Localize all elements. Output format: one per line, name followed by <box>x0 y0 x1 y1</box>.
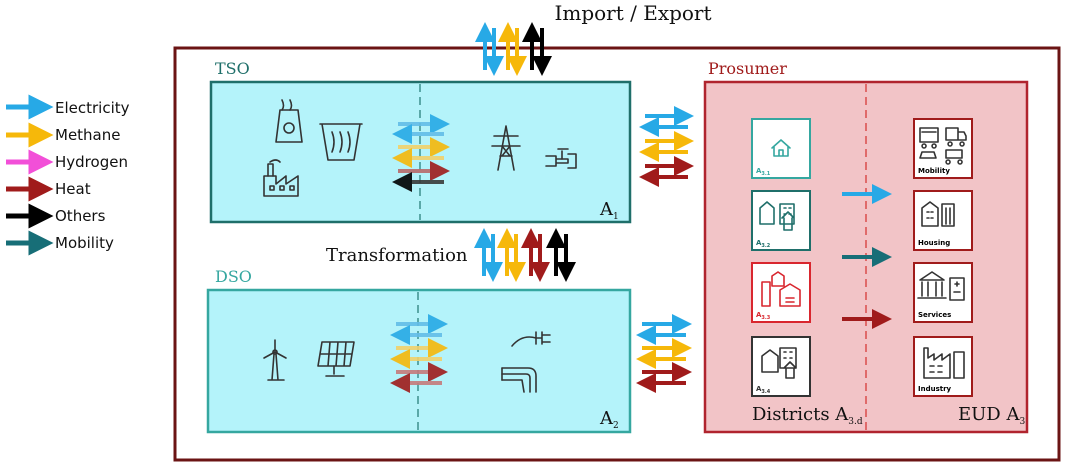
district-to-eud-arrows <box>842 184 892 329</box>
transmission-tower-icon <box>491 125 521 171</box>
svg-text:Industry: Industry <box>918 385 952 393</box>
diagram-title: Import / Export <box>554 1 711 25</box>
power-plant-icon <box>263 159 299 197</box>
eud-industry: Industry <box>913 336 973 397</box>
import-export-arrows <box>475 22 552 76</box>
tso-label: TSO <box>215 59 250 78</box>
dam-icon <box>319 123 363 161</box>
nuclear-plant-icon <box>275 99 303 143</box>
svg-text:Housing: Housing <box>918 239 950 247</box>
eud-services: Services <box>913 262 973 323</box>
transformation-label: Transformation <box>326 245 468 266</box>
legend-heat-label: Heat <box>55 180 91 198</box>
dso-internal-flows <box>390 314 448 393</box>
district-a33: A3.3 <box>751 262 811 323</box>
legend-mobility-label: Mobility <box>55 234 114 252</box>
legend-hydrogen-label: Hydrogen <box>55 153 128 171</box>
eud-housing: Housing <box>913 190 973 251</box>
svg-text:A3.1: A3.1 <box>756 167 771 177</box>
legend: Electricity Methane Hydrogen Heat Others… <box>6 94 130 256</box>
svg-text:A3.3: A3.3 <box>756 311 771 321</box>
dso-prosumer-exchange-arrows <box>636 314 692 393</box>
eud-label: EUD A3 <box>958 404 1025 427</box>
dso-area-label: A2 <box>599 408 619 431</box>
legend-electricity-label: Electricity <box>55 99 130 117</box>
districts-label: Districts A3.d <box>752 404 863 427</box>
eud-mobility: Mobility <box>913 118 973 179</box>
legend-others-label: Others <box>55 207 106 225</box>
wind-turbine-icon <box>263 339 287 381</box>
district-a31: A3.1 <box>751 118 811 179</box>
transformation-arrows <box>474 228 576 282</box>
dso-label: DSO <box>215 267 252 286</box>
district-a32: A3.2 <box>751 190 811 251</box>
svg-text:Services: Services <box>918 311 951 319</box>
legend-methane-label: Methane <box>55 126 121 144</box>
district-a34: A3.4 <box>751 336 811 397</box>
prosumer-label: Prosumer <box>708 59 787 78</box>
svg-text:A3.4: A3.4 <box>756 385 771 395</box>
plug-icon <box>511 331 551 347</box>
tso-prosumer-exchange-arrows <box>639 106 694 187</box>
outer-system-boundary <box>173 46 1061 462</box>
svg-text:A3.2: A3.2 <box>756 239 771 249</box>
gas-pipe-icon <box>501 367 537 393</box>
svg-text:Mobility: Mobility <box>918 167 950 175</box>
solar-panel-icon <box>317 341 355 377</box>
tso-internal-flows <box>392 114 450 192</box>
tso-area-label: A1 <box>599 199 619 222</box>
pipeline-valve-icon <box>545 148 577 169</box>
